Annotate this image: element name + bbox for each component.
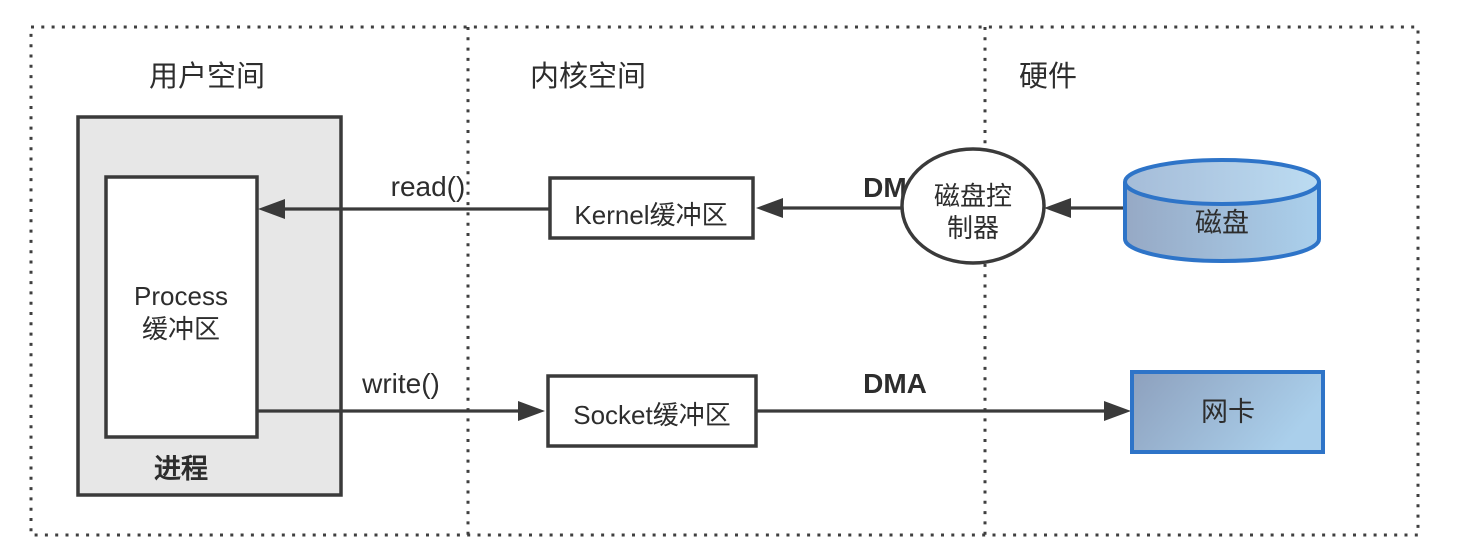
socket-buffer-box — [546, 374, 758, 448]
nic-label: 网卡 — [1201, 397, 1255, 427]
disk-controller-label-line1: 磁盘控 — [934, 181, 1012, 211]
region-title-hardware: 硬件 — [1019, 60, 1077, 93]
edge-dma-read-arrowhead-icon — [756, 198, 783, 218]
region-title-user-space: 用户空间 — [149, 60, 265, 93]
process-label: 进程 — [154, 454, 208, 484]
edge-write-arrowhead-icon — [518, 401, 545, 421]
edge-read-label: read() — [391, 171, 466, 202]
process-buffer-box — [104, 175, 259, 439]
region-title-kernel-space: 内核空间 — [530, 60, 646, 93]
kernel-buffer-label: Kernel缓冲区 — [574, 200, 727, 230]
region-frame — [29, 25, 1420, 537]
socket-buffer-label: Socket缓冲区 — [573, 400, 731, 430]
edge-dma-write-arrowhead-icon — [1104, 401, 1131, 421]
edge-write-label: write() — [361, 368, 440, 399]
disk-controller-circle — [900, 147, 1046, 265]
nic-box — [1130, 370, 1325, 454]
kernel-buffer-box — [548, 176, 755, 240]
disk-controller-label-line2: 制器 — [947, 213, 999, 243]
edge-read-arrowhead-icon — [258, 199, 285, 219]
disk-cylinder-top — [1123, 158, 1321, 206]
edge-disk-to-controller-arrowhead-icon — [1044, 198, 1071, 218]
edge-lines — [257, 198, 1131, 421]
process-buffer-label-line1: Process — [134, 281, 228, 311]
disk-label: 磁盘 — [1195, 208, 1249, 238]
edge-dma-write-label: DMA — [863, 368, 927, 399]
disk-cylinder-icon — [1123, 158, 1321, 263]
process-buffer-label-line2: 缓冲区 — [142, 314, 220, 344]
